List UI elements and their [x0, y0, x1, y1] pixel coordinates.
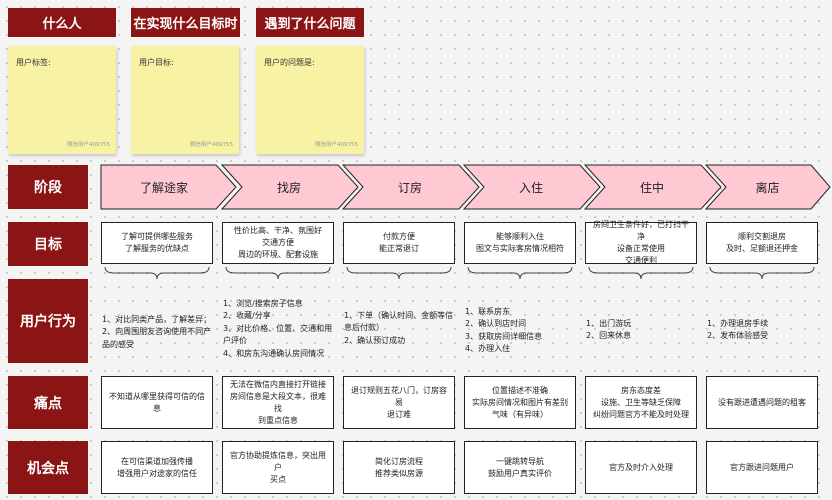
note-watermark: 微信用户409755 — [67, 142, 110, 148]
note-label: 用户标签: — [16, 58, 51, 67]
sticky-note-user-tag[interactable]: 用户标签: 微信用户409755 — [8, 46, 116, 154]
brace-5 — [588, 266, 694, 280]
opportunity-card-2[interactable]: 官方协助提炼信息，突出用户 买点 — [222, 441, 334, 494]
row-label-stage: 阶段 — [8, 165, 88, 209]
action-text-1: 1、对比同类产品，了解差异； 2、向周围朋友咨询使用不同产 品的感受 — [102, 315, 212, 349]
goal-card-1[interactable]: 了解可提供哪些服务 了解服务的优缺点 — [101, 222, 213, 264]
pain-card-6[interactable]: 没有跟进遭遇问题的租客 — [706, 376, 818, 429]
brace-2 — [225, 266, 331, 280]
opportunity-card-1[interactable]: 在可信渠道加强传播 增强用户对途家的信任 — [101, 441, 213, 494]
header-goal: 在实现什么目标时 — [131, 8, 240, 37]
goal-card-2[interactable]: 性价比高、干净、氛围好 交通方便 周边的环境、配套设施 — [222, 222, 334, 264]
opportunity-card-3[interactable]: 简化订房流程 推荐类似房源 — [343, 441, 455, 494]
note-watermark: 微信用户409755 — [190, 142, 233, 148]
note-label: 用户目标: — [139, 58, 174, 67]
goal-card-3[interactable]: 付款方便 能正常退订 — [343, 222, 455, 264]
brace-3 — [346, 266, 452, 280]
row-label-pain-point: 痛点 — [8, 376, 88, 429]
sticky-note-user-problem[interactable]: 用户的问题是: 微信用户409755 — [256, 46, 364, 154]
brace-6 — [709, 266, 815, 280]
note-watermark: 微信用户409755 — [315, 142, 358, 148]
pain-card-2[interactable]: 无法在微信内直接打开链接 房间信息是大段文本，很难找 到重点信息 — [222, 376, 334, 429]
sticky-note-user-goal[interactable]: 用户目标: 微信用户409755 — [131, 46, 239, 154]
pain-card-4[interactable]: 位置描述不准确 实际房间情况和图片有差别 气味（有异味） — [464, 376, 576, 429]
note-label: 用户的问题是: — [264, 58, 315, 67]
opportunity-card-5[interactable]: 官方及时介入处理 — [585, 441, 697, 494]
row-label-opportunity: 机会点 — [8, 441, 88, 494]
header-who: 什么人 — [8, 8, 116, 37]
pain-card-1[interactable]: 不知道从哪里获得可信的信息 — [101, 376, 213, 429]
row-label-behavior: 用户行为 — [8, 279, 88, 363]
brace-4 — [467, 266, 573, 280]
stage-chevron-3[interactable] — [341, 164, 480, 210]
action-text-6: 1、办理退房手续 2、发布体验感受 — [707, 319, 769, 341]
stage-chevron-1[interactable] — [100, 164, 237, 210]
action-text-3: 1、下单（确认时间、金额等信 息后付款） 2、确认预订成功 — [344, 311, 454, 345]
opportunity-card-4[interactable]: 一键跳转导航 鼓励用户真实评价 — [464, 441, 576, 494]
stage-chevron-5[interactable] — [583, 164, 722, 210]
action-text-5: 1、出门游玩 2、回来休息 — [586, 319, 632, 341]
pain-card-5[interactable]: 房东态度差 设施、卫生等缺乏保障 纠纷问题官方不能及时处理 — [585, 376, 697, 429]
row-label-goal: 目标 — [8, 222, 88, 266]
goal-card-5[interactable]: 房间卫生条件好，已打扫干净 设备正常使用 交通便利 — [585, 220, 697, 265]
brace-1 — [104, 266, 210, 280]
header-problem: 遇到了什么问题 — [256, 8, 364, 37]
goal-card-4[interactable]: 能够顺利入住 图文与实际客房情况相符 — [464, 222, 576, 264]
opportunity-card-6[interactable]: 官方跟进问题用户 — [706, 441, 818, 494]
action-text-2: 1、浏览/搜索房子信息 2、收藏/分享 3、对比价格、位置、交通和用 户评价 4… — [223, 299, 333, 358]
action-text-4: 1、联系房东 2、确认到店时间 3、获取房间详细信息 4、办理入住 — [465, 307, 543, 354]
stage-chevron-2[interactable] — [220, 164, 359, 210]
goal-card-6[interactable]: 顺利交割退房 及时、足额退还押金 — [706, 222, 818, 264]
pain-card-3[interactable]: 退订规则五花八门，订房容易 退订难 — [343, 376, 455, 429]
stage-chevron-4[interactable] — [462, 164, 601, 210]
stage-chevron-6[interactable] — [704, 164, 831, 210]
